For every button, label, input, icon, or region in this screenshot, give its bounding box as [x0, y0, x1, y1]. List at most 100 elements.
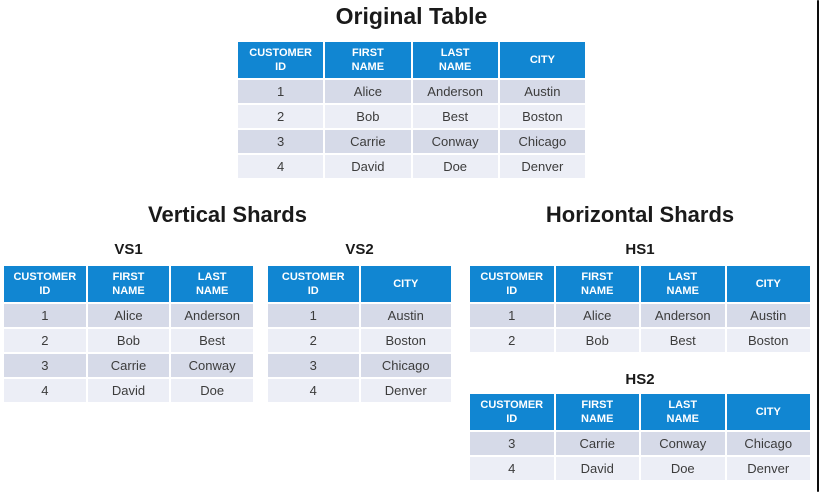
table-cell: David [87, 379, 170, 402]
table-cell: Bob [325, 105, 411, 128]
column-header: FIRST NAME [555, 266, 639, 302]
column-header: LAST NAME [412, 42, 498, 78]
table-cell: Austin [360, 304, 451, 327]
table-cell: Best [171, 329, 253, 352]
table-cell: David [555, 457, 639, 480]
table-cell: Conway [171, 354, 253, 377]
table-cell: Carrie [325, 130, 411, 153]
column-header: CUSTOMER ID [238, 42, 324, 78]
column-header: CUSTOMER ID [4, 266, 86, 302]
table-cell: 2 [470, 329, 554, 352]
column-header: CITY [726, 394, 810, 430]
table-cell: Anderson [171, 304, 253, 327]
hs1-label: HS1 [625, 241, 655, 258]
table-cell: Chicago [360, 354, 451, 377]
table-cell: Carrie [87, 354, 170, 377]
table-cell: 3 [268, 354, 359, 377]
table-cell: 1 [4, 304, 86, 327]
table-cell: Austin [499, 80, 585, 103]
table-cell: 3 [238, 130, 324, 153]
vs1-label: VS1 [114, 241, 143, 258]
column-header: LAST NAME [641, 266, 725, 302]
table-cell: Carrie [555, 432, 639, 455]
column-header: CITY [499, 42, 585, 78]
table-cell: 4 [268, 379, 359, 402]
table-cell: Alice [325, 80, 411, 103]
table-cell: Conway [641, 432, 725, 455]
table-cell: Denver [726, 457, 810, 480]
vs2-label: VS2 [345, 241, 374, 258]
table-cell: Best [412, 105, 498, 128]
column-header: CITY [726, 266, 810, 302]
table-cell: 4 [4, 379, 86, 402]
column-header: LAST NAME [171, 266, 253, 302]
hs2-label: HS2 [625, 371, 655, 388]
table-cell: Austin [726, 304, 810, 327]
table-cell: Doe [171, 379, 253, 402]
column-header: FIRST NAME [325, 42, 411, 78]
table-cell: 2 [4, 329, 86, 352]
column-header: LAST NAME [641, 394, 725, 430]
table-cell: Doe [412, 155, 498, 178]
column-header: FIRST NAME [555, 394, 639, 430]
column-header: CUSTOMER ID [268, 266, 359, 302]
table-cell: Boston [726, 329, 810, 352]
table-cell: Alice [555, 304, 639, 327]
vertical-shards-title: Vertical Shards [148, 202, 307, 227]
column-header: CUSTOMER ID [470, 266, 554, 302]
table-cell: Denver [499, 155, 585, 178]
table-cell: 3 [470, 432, 554, 455]
table-cell: Conway [412, 130, 498, 153]
frame-right-edge [817, 0, 819, 492]
column-header: CUSTOMER ID [470, 394, 554, 430]
table-cell: 2 [238, 105, 324, 128]
table-cell: Bob [555, 329, 639, 352]
column-header: FIRST NAME [87, 266, 170, 302]
table-cell: 1 [470, 304, 554, 327]
table-cell: David [325, 155, 411, 178]
table-cell: Chicago [499, 130, 585, 153]
table-cell: 2 [268, 329, 359, 352]
table-cell: Anderson [412, 80, 498, 103]
table-cell: Alice [87, 304, 170, 327]
table-cell: 4 [238, 155, 324, 178]
table-cell: 1 [268, 304, 359, 327]
table-cell: 4 [470, 457, 554, 480]
table-cell: Boston [360, 329, 451, 352]
table-cell: Bob [87, 329, 170, 352]
original-table-title: Original Table [335, 3, 488, 29]
horizontal-shards-title: Horizontal Shards [545, 202, 735, 227]
table-cell: Chicago [726, 432, 810, 455]
column-header: CITY [360, 266, 451, 302]
table-cell: Denver [360, 379, 451, 402]
table-cell: 1 [238, 80, 324, 103]
table-cell: 3 [4, 354, 86, 377]
